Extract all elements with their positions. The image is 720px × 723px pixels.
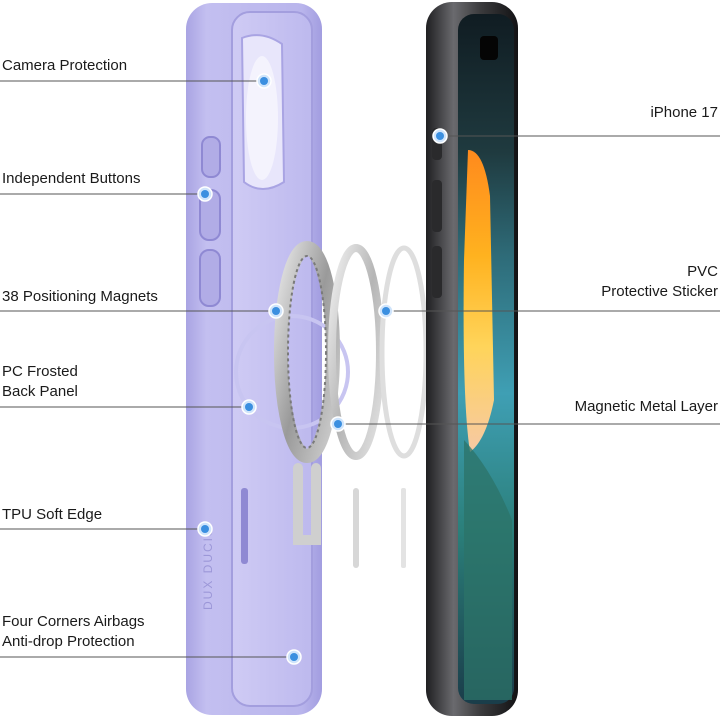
callout-text-line: Four Corners Airbags [2, 613, 145, 630]
callout-pvc-protective-sticker: PVC Protective Sticker [601, 262, 718, 302]
marker-dot-positioning-magnets [272, 307, 280, 315]
callout-text-line: Protective Sticker [601, 283, 718, 300]
magnet-ring-segments [287, 255, 327, 449]
sticker-ring [379, 245, 429, 459]
marker-dot-pc-frosted-back-panel [245, 403, 253, 411]
callout-four-corners-airbags: Four Corners Airbags Anti-drop Protectio… [2, 612, 145, 652]
phone-case: DUX DUCIS [186, 3, 350, 715]
callout-magnetic-metal-layer: Magnetic Metal Layer [575, 397, 718, 417]
phone-volume-up-button [432, 180, 442, 232]
camera-lens-well [246, 56, 278, 180]
marker-dot-tpu-soft-edge [201, 525, 209, 533]
marker-dot-four-corners-airbags [290, 653, 298, 661]
callout-text-line: Anti-drop Protection [2, 633, 135, 650]
case-action-button [201, 136, 221, 178]
marker-dot-pvc-protective-sticker [382, 307, 390, 315]
callout-text-line: PC Frosted [2, 363, 78, 380]
marker-dot-independent-buttons [201, 190, 209, 198]
case-brand-text: DUX DUCIS [201, 526, 215, 610]
magnet-ring-tail [293, 463, 321, 545]
callout-independent-buttons: Independent Buttons [2, 169, 140, 189]
callout-text-line: Independent Buttons [2, 170, 141, 187]
callout-text-line: PVC [687, 263, 718, 280]
marker-dot-camera-protection [260, 77, 268, 85]
dynamic-island [480, 36, 498, 60]
callout-text-line: Back Panel [2, 383, 78, 400]
wallpaper-flame [463, 150, 494, 452]
callout-tpu-soft-edge: TPU Soft Edge [2, 505, 102, 525]
callout-text-line: 38 Positioning Magnets [2, 288, 158, 305]
callout-text-line: Camera Protection [2, 57, 128, 74]
leader-lines [0, 73, 720, 665]
marker-dot-magnetic-metal-layer [334, 420, 342, 428]
callout-camera-protection: Camera Protection [2, 56, 127, 76]
callout-text-line: TPU Soft Edge [2, 506, 103, 523]
marker-dot-iphone-17 [436, 132, 444, 140]
case-volume-down-button [199, 249, 221, 307]
case-side-slot [241, 488, 248, 564]
iphone-device [426, 2, 518, 716]
callout-text-line: Magnetic Metal Layer [574, 398, 718, 415]
callout-iphone-17: iPhone 17 [650, 103, 718, 123]
phone-volume-down-button [432, 246, 442, 298]
callout-positioning-magnets: 38 Positioning Magnets [2, 287, 158, 307]
wallpaper-teal [464, 440, 512, 700]
callout-text-line: iPhone 17 [650, 104, 718, 121]
magnetic-ring-assembly [274, 241, 429, 568]
callout-pc-frosted-back-panel: PC Frosted Back Panel [2, 362, 78, 402]
sticker-ring-tail [401, 488, 406, 568]
metal-ring-tail [353, 488, 359, 568]
